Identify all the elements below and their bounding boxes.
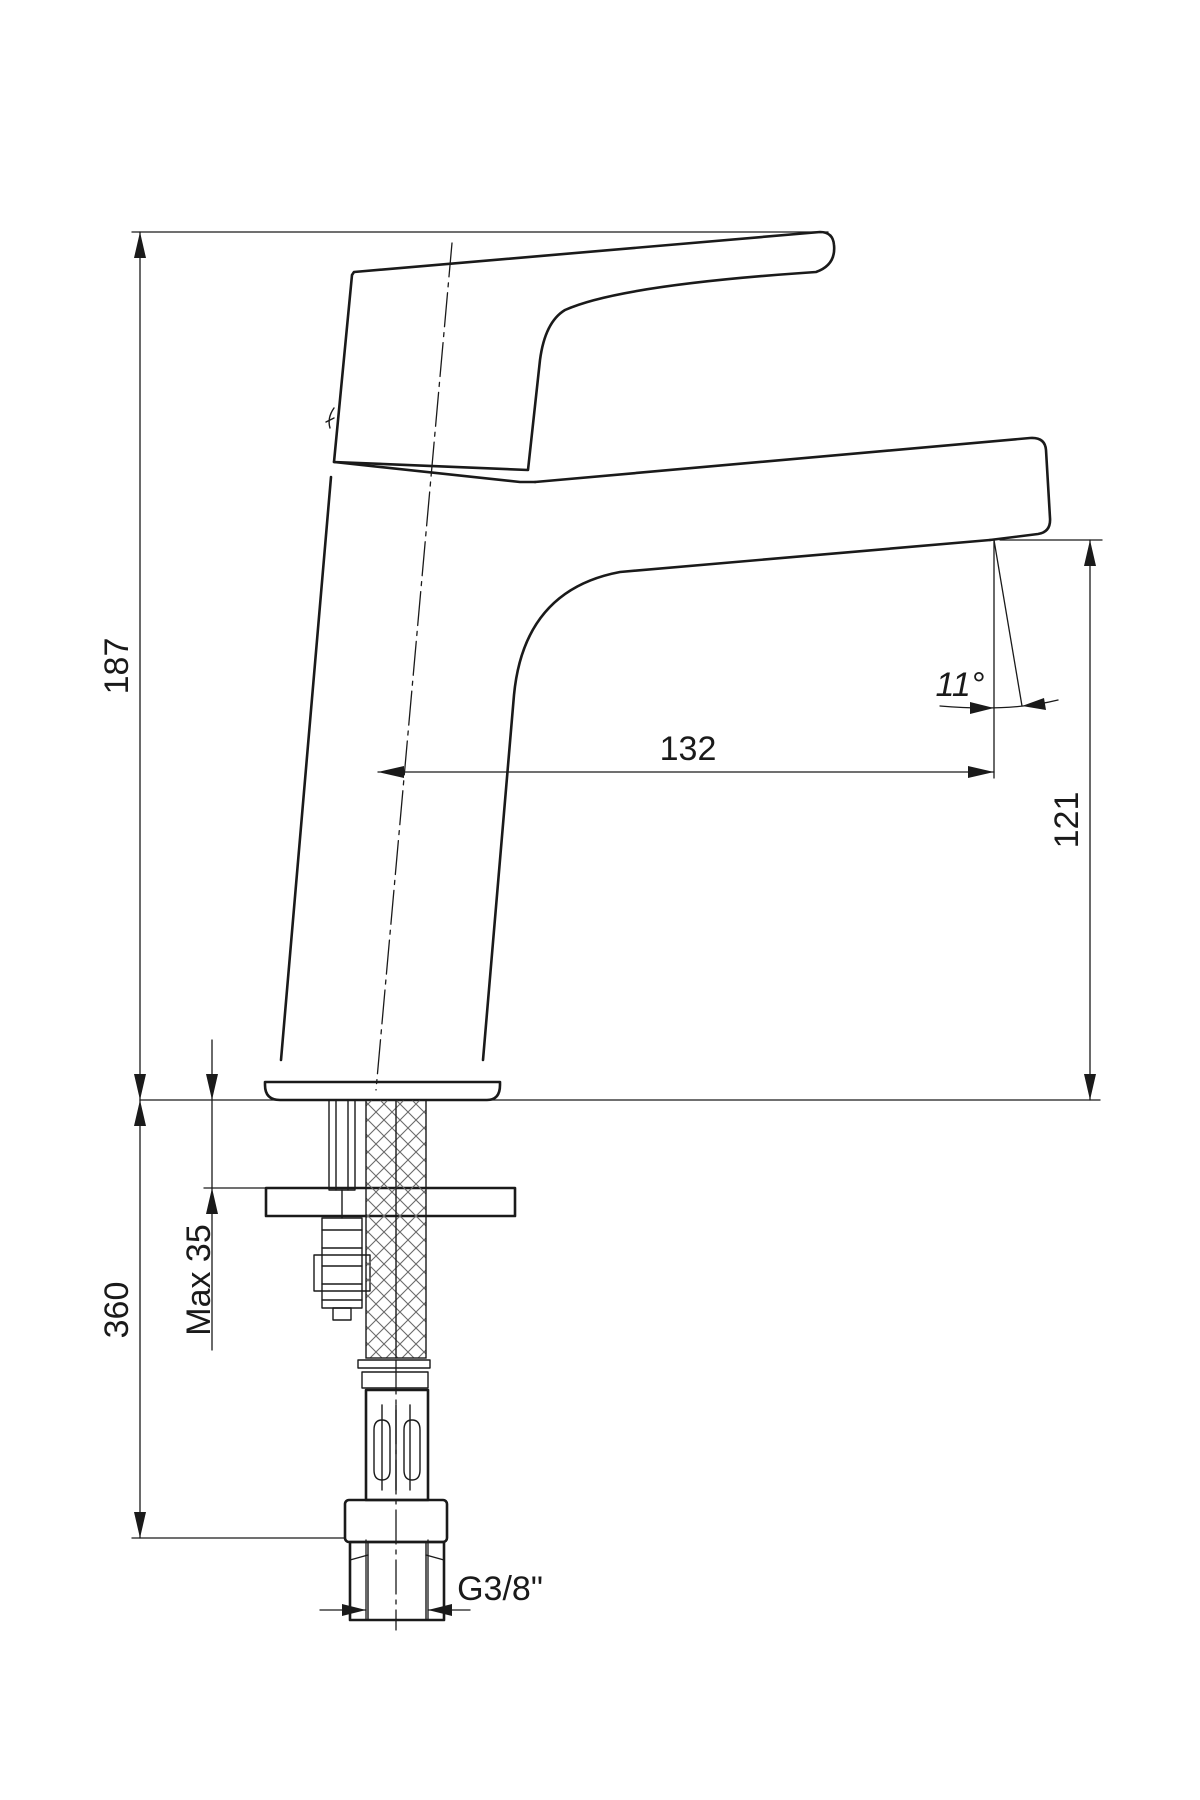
base-flange [263, 1080, 502, 1102]
max-thickness-label: Max 35 [180, 1224, 218, 1336]
body-left-edge [279, 475, 333, 1062]
total-height-label: 187 [98, 638, 136, 695]
mounting-stud [313, 1099, 371, 1321]
flexible-hose [357, 1099, 431, 1389]
handle-outline [332, 230, 836, 472]
spout-top-edge [533, 436, 1052, 542]
dimension-thread: G3/8" [319, 1539, 543, 1621]
spout-angle-label: 11° [936, 666, 985, 704]
thread-label: G3/8" [457, 1570, 543, 1608]
handle-pin [325, 407, 335, 429]
spout-reach-label: 132 [660, 730, 717, 768]
dimension-spout-angle: 11° [936, 539, 1059, 714]
dimension-total-height: 187 [98, 231, 829, 1101]
dimension-spout-reach: 132 [377, 539, 995, 779]
dimension-spout-height: 121 [999, 539, 1103, 1101]
dimension-max-thickness: Max 35 [180, 1039, 267, 1351]
lever-handle [325, 230, 836, 472]
faucet-body [279, 436, 1052, 1062]
below-deck-label: 360 [98, 1282, 136, 1339]
body-right-edge [481, 538, 992, 1062]
body-centre-line [375, 242, 453, 1091]
dimension-below-deck: 360 [98, 1099, 346, 1539]
spout-height-label: 121 [1048, 792, 1086, 849]
body-collar [332, 460, 537, 484]
